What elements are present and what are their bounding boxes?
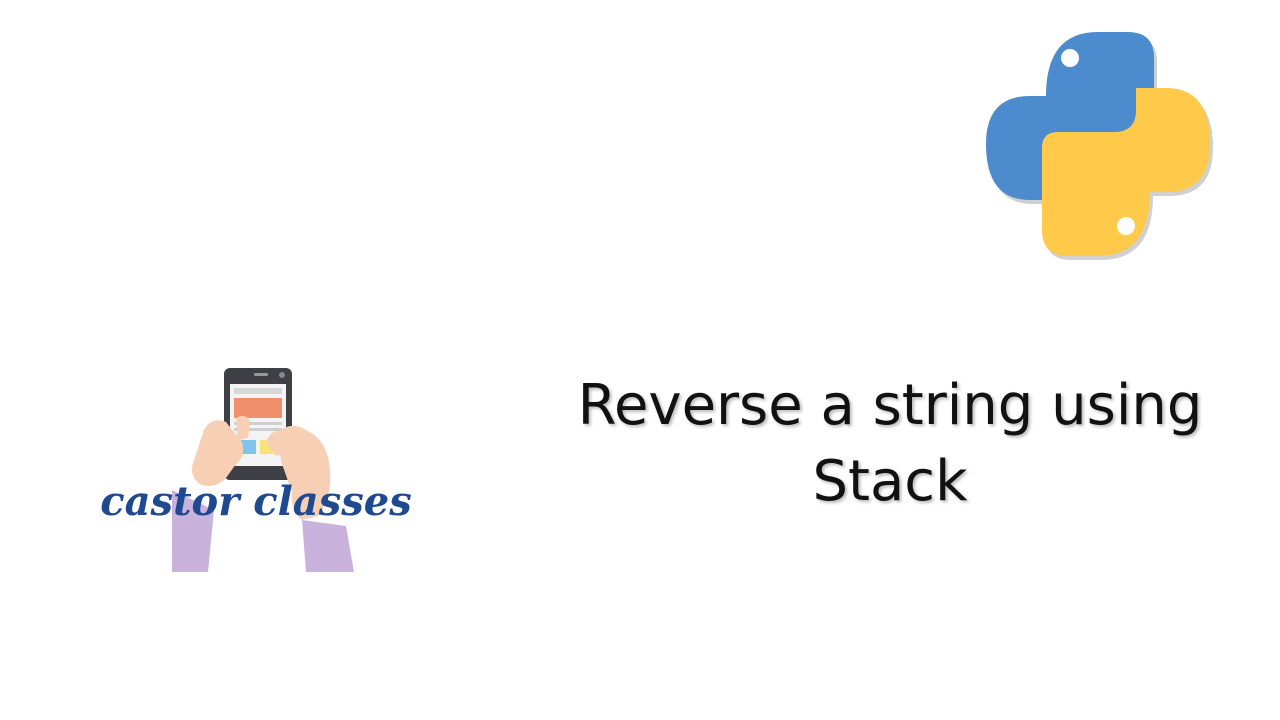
- python-logo-icon: [986, 32, 1213, 260]
- phone-in-hands-icon: [172, 368, 354, 572]
- slide-title-line-1: Reverse a string using: [577, 373, 1203, 438]
- brand-logo: castor classes: [96, 360, 416, 580]
- slide-title: Reverse a string using Stack: [560, 368, 1220, 520]
- slide-title-line-2: Stack: [812, 449, 968, 514]
- brand-name: castor classes: [100, 478, 412, 525]
